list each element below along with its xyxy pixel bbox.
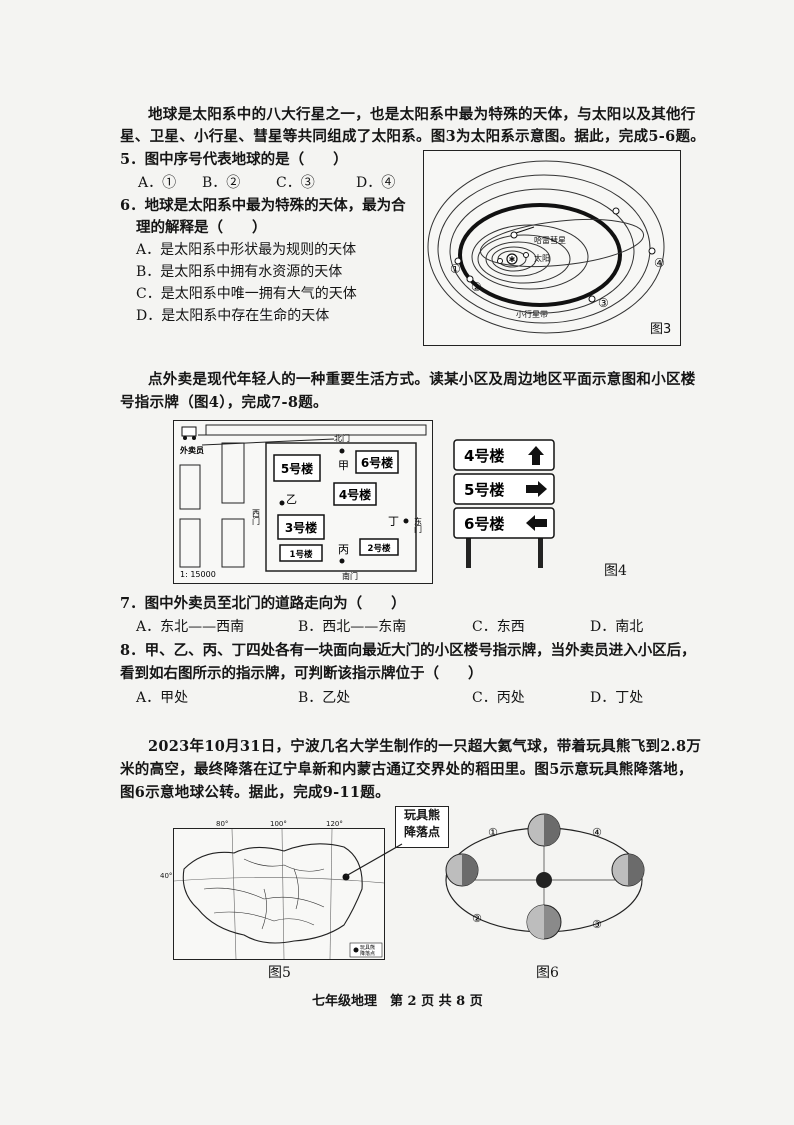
earth-left <box>445 853 479 887</box>
building-1: 1号楼 <box>290 549 313 560</box>
q7-option-d: D．南北 <box>590 619 644 635</box>
q8-option-a: A．甲处 <box>136 690 189 706</box>
point-ding: 丁 <box>388 515 399 528</box>
asteroid-belt-label: 小行星带 <box>516 309 548 319</box>
map-scale: 1: 15000 <box>180 570 216 579</box>
marker-1: ① <box>450 262 461 276</box>
q7-option-a: A．东北——西南 <box>136 619 245 635</box>
phase-4: ④ <box>592 826 602 839</box>
sun-icon <box>536 872 552 888</box>
figure-3-solar-system: ✱ ① ② ③ ④ 哈雷彗星 太阳 小行星带 图3 <box>423 150 681 346</box>
callout-line2: 降落点 <box>403 825 440 839</box>
building-signpost: 4号楼 5号楼 6号楼 <box>452 436 562 571</box>
marker-3: ③ <box>598 296 609 310</box>
intro3-line3: 图6示意地球公转。据此，完成9-11题。 <box>120 784 390 801</box>
figure-4-caption: 图4 <box>604 563 627 579</box>
arrow-left-icon <box>526 515 547 531</box>
north-gate-label: 北门 <box>334 433 350 443</box>
intro3-line1: 2023年10月31日，宁波几名大学生制作的一只超大氦气球，带着玩具熊飞到2.8… <box>148 738 702 755</box>
building-6: 6号楼 <box>361 455 393 470</box>
lon-80: 80° <box>216 820 229 828</box>
east-gate-label: 东门 <box>414 516 423 534</box>
q5-option-c: C．③ <box>276 175 315 191</box>
q6-option-d: D．是太阳系中存在生命的天体 <box>136 308 330 324</box>
q8-option-b: B．乙处 <box>298 690 351 706</box>
q5-option-d: D．④ <box>356 175 396 191</box>
building-5: 5号楼 <box>281 461 313 476</box>
lon-120: 120° <box>326 820 343 828</box>
phase-1: ① <box>488 826 498 839</box>
legend-label-line1: 玩具熊 <box>360 944 375 951</box>
page-footer: 七年级地理 第 2 页 共 8 页 <box>312 994 483 1009</box>
q6-stem-line2: 理的解释是（ ） <box>136 219 267 236</box>
solar-system-diagram: ✱ ① ② ③ ④ 哈雷彗星 太阳 小行星带 图3 <box>427 160 671 337</box>
q8-option-d: D．丁处 <box>590 690 644 706</box>
figure-6-earth-revolution: ① ② ③ ④ <box>436 810 672 960</box>
q5-option-b: B．② <box>202 175 241 191</box>
intro3-line2: 米的高空，最终降落在辽宁阜新和内蒙古通辽交界处的稻田里。图5示意玩具熊降落地， <box>120 761 693 778</box>
sun-icon <box>506 253 518 265</box>
intro2-line2: 号指示牌（图4），完成7-8题。 <box>120 394 328 411</box>
phase-3: ③ <box>592 918 602 931</box>
q6-option-b: B．是太阳系中拥有水资源的天体 <box>136 264 343 280</box>
sign-6: 6号楼 <box>453 507 555 539</box>
q6-option-c: C．是太阳系中唯一拥有大气的天体 <box>136 286 357 302</box>
q8-option-c: C．丙处 <box>472 690 525 706</box>
figure-5-caption: 图5 <box>268 965 291 981</box>
community-map: 5号楼 6号楼 4号楼 3号楼 1号楼 2号楼 北门 西门 东门 南门 甲 乙 … <box>179 424 427 581</box>
q5-option-a: A．① <box>138 175 177 191</box>
figure-4-community-map: 5号楼 6号楼 4号楼 3号楼 1号楼 2号楼 北门 西门 东门 南门 甲 乙 … <box>173 420 433 584</box>
earth-right <box>611 853 645 887</box>
q8-stem-line1: 8．甲、乙、丙、丁四处各有一块面向最近大门的小区楼号指示牌，当外卖员进入小区后， <box>120 642 696 659</box>
courier-scooter-icon <box>181 426 197 437</box>
svg-text:✱: ✱ <box>509 255 516 264</box>
point-bing: 丙 <box>338 543 349 556</box>
q8-stem-line2: 看到如右图所示的指示牌，可判断该指示牌位于（ ） <box>120 665 483 682</box>
arrow-up-icon <box>528 446 544 465</box>
south-gate-label: 南门 <box>342 571 358 581</box>
landing-point-callout: 玩具熊 降落点 <box>395 806 449 848</box>
legend-label-line2: 降落点 <box>360 950 375 957</box>
building-2: 2号楼 <box>368 543 391 554</box>
figure-3-caption: 图3 <box>650 322 671 337</box>
callout-pointer <box>345 843 403 877</box>
lon-100: 100° <box>270 820 287 828</box>
intro2-line1: 点外卖是现代年轻人的一种重要生活方式。读某小区及周边地区平面示意图和小区楼 <box>148 371 696 388</box>
intro1-line1: 地球是太阳系中的八大行星之一，也是太阳系中最为特殊的天体，与太阳以及其他行 <box>148 106 696 123</box>
earth-top <box>527 813 561 847</box>
point-jia: 甲 <box>338 459 349 472</box>
earth-bottom <box>526 904 562 940</box>
building-3: 3号楼 <box>285 520 317 535</box>
sign-5: 5号楼 <box>453 473 555 505</box>
q5-stem: 5．图中序号代表地球的是（ ） <box>120 151 348 168</box>
sign-4: 4号楼 <box>453 439 555 471</box>
figure-6-caption: 图6 <box>536 965 559 981</box>
svg-text:4号楼: 4号楼 <box>464 447 504 465</box>
revolution-diagram: ① ② ③ ④ <box>445 813 645 940</box>
point-yi: 乙 <box>286 493 297 506</box>
sun-label: 太阳 <box>534 253 550 263</box>
q7-option-b: B．西北——东南 <box>298 619 407 635</box>
comet-label: 哈雷彗星 <box>534 235 566 245</box>
lat-40: 40° <box>160 872 173 880</box>
courier-label: 外卖员 <box>180 445 204 455</box>
intro1-line2: 星、卫星、小行星、彗星等共同组成了太阳系。图3为太阳系示意图。据此，完成5-6题… <box>120 128 706 145</box>
svg-text:6号楼: 6号楼 <box>464 515 504 533</box>
svg-text:5号楼: 5号楼 <box>464 481 504 499</box>
q6-stem-line1: 6．地球是太阳系中最为特殊的天体，最为合 <box>120 197 406 214</box>
callout-line1: 玩具熊 <box>403 808 440 822</box>
q7-option-c: C．东西 <box>472 619 525 635</box>
marker-4: ④ <box>654 256 665 270</box>
building-4: 4号楼 <box>339 487 371 502</box>
west-gate-label: 西门 <box>252 509 261 526</box>
q6-option-a: A．是太阳系中形状最为规则的天体 <box>136 242 357 258</box>
phase-2: ② <box>472 912 482 925</box>
marker-2: ② <box>471 280 482 294</box>
arrow-right-icon <box>526 481 547 497</box>
q7-stem: 7．图中外卖员至北门的道路走向为（ ） <box>120 595 406 612</box>
